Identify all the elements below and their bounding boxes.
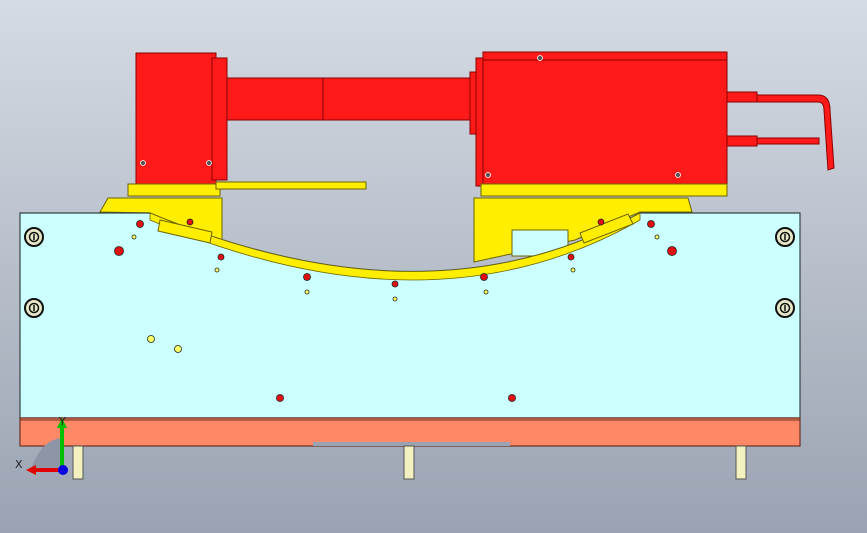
cable-lower (756, 137, 820, 145)
base-body[interactable] (19, 417, 801, 447)
support-pins (72, 445, 747, 480)
mounting-hole (186, 218, 194, 226)
mounting-hole (304, 289, 310, 295)
screw-group (24, 227, 795, 318)
mounting-hole (131, 234, 137, 240)
clamp-wedges (157, 213, 634, 244)
support-pin (72, 445, 84, 480)
mounting-hole (217, 253, 225, 261)
mounting-hole (667, 246, 677, 256)
support-pin (735, 445, 747, 480)
left-gearbox-flange (211, 57, 228, 181)
motor-assembly[interactable] (135, 51, 835, 187)
hex-socket-screw-icon (24, 227, 44, 247)
x-axis-label: X (15, 458, 23, 471)
mounting-hole (483, 289, 489, 295)
cable-upper (756, 94, 835, 171)
mounting-hole (147, 335, 155, 343)
left-gearbox[interactable] (135, 52, 217, 186)
front-plate[interactable] (19, 212, 801, 419)
x-axis-arrow (26, 465, 36, 475)
hole-group (114, 218, 677, 402)
plate-arc-edge (149, 212, 641, 281)
y-axis-arrow (57, 418, 67, 428)
left-arm[interactable] (215, 181, 367, 190)
mounting-hole (136, 220, 144, 228)
motor-screw-dots (140, 55, 681, 178)
base-plate[interactable] (19, 417, 801, 447)
cable-gland-upper (726, 91, 758, 103)
triad-shadow (30, 438, 62, 472)
hex-socket-screw-icon (775, 227, 795, 247)
right-bracket-top (480, 183, 728, 197)
support-pin (403, 445, 415, 480)
mounting-hole (214, 267, 220, 273)
z-axis-dot (58, 465, 68, 475)
mounting-hole (276, 394, 284, 402)
y-axis-label: Y (58, 415, 66, 428)
mounting-hole (647, 220, 655, 228)
mounting-hole (480, 273, 488, 281)
left-bracket-top (127, 183, 221, 197)
mounting-hole (174, 345, 182, 353)
mounting-hole (114, 246, 124, 256)
mounting-hole (570, 267, 576, 273)
hex-socket-screw-icon (775, 298, 795, 318)
motor-body[interactable] (482, 51, 728, 185)
shaft-housing-left (226, 77, 324, 121)
base-notch (313, 442, 510, 446)
shaft-housing-right (322, 77, 474, 121)
mounting-hole (303, 273, 311, 281)
mounting-hole (508, 394, 516, 402)
mounting-hole (392, 296, 398, 302)
mounting-hole (597, 218, 605, 226)
axis-triad[interactable]: Y X (15, 415, 68, 475)
mounting-hole (391, 280, 399, 288)
mounting-hole (654, 234, 660, 240)
cable-gland-lower (726, 135, 758, 147)
mounting-hole (567, 253, 575, 261)
hex-socket-screw-icon (24, 298, 44, 318)
